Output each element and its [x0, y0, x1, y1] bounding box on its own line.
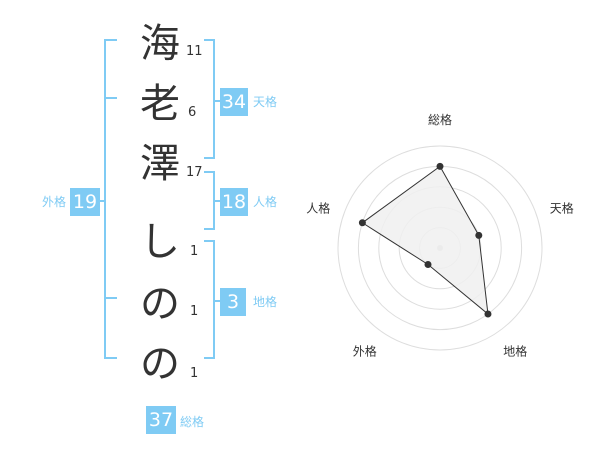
name-char-2: 老: [140, 81, 180, 127]
tenkaku-label: 天格: [253, 95, 278, 109]
jinkaku-badge: 18: [220, 188, 248, 216]
radar-point-1: [475, 231, 483, 239]
soukaku-badge: 37: [146, 406, 176, 434]
radar-axis-label-3: 外格: [353, 344, 377, 359]
name-char-6: の: [140, 341, 180, 387]
radar-point-3: [424, 261, 432, 269]
radar-polygon: [361, 165, 489, 316]
radar-ring-5: [337, 145, 543, 351]
chikaku-label: 地格: [253, 295, 278, 309]
gaikaku-badge: 19: [70, 188, 100, 216]
radar-point-0: [436, 162, 444, 170]
stroke-count-1: 11: [186, 44, 203, 59]
name-char-3: 澤: [140, 141, 180, 187]
tenkaku-badge: 34: [220, 88, 248, 116]
soukaku-label: 総格: [180, 415, 205, 429]
radar-axis-label-2: 地格: [503, 344, 527, 359]
stroke-count-2: 6: [188, 105, 197, 120]
name-char-4: し: [140, 219, 180, 265]
chikaku-badge: 3: [220, 288, 246, 316]
name-char-1: 海: [140, 21, 180, 67]
radar-point-2: [484, 310, 492, 318]
stroke-count-4: 1: [190, 244, 199, 259]
radar-axis-label-0: 総格: [428, 112, 452, 127]
gaikaku-label: 外格: [42, 195, 67, 209]
name-char-5: の: [140, 281, 180, 327]
stroke-count-6: 1: [190, 366, 199, 381]
radar-axis-label-4: 人格: [306, 200, 330, 215]
radar-point-4: [358, 219, 366, 227]
stroke-count-5: 1: [190, 304, 199, 319]
radar-shape: [358, 162, 492, 318]
jinkaku-label: 人格: [253, 195, 278, 209]
radar-axis-label-1: 天格: [550, 200, 574, 215]
stroke-count-3: 17: [186, 165, 203, 180]
